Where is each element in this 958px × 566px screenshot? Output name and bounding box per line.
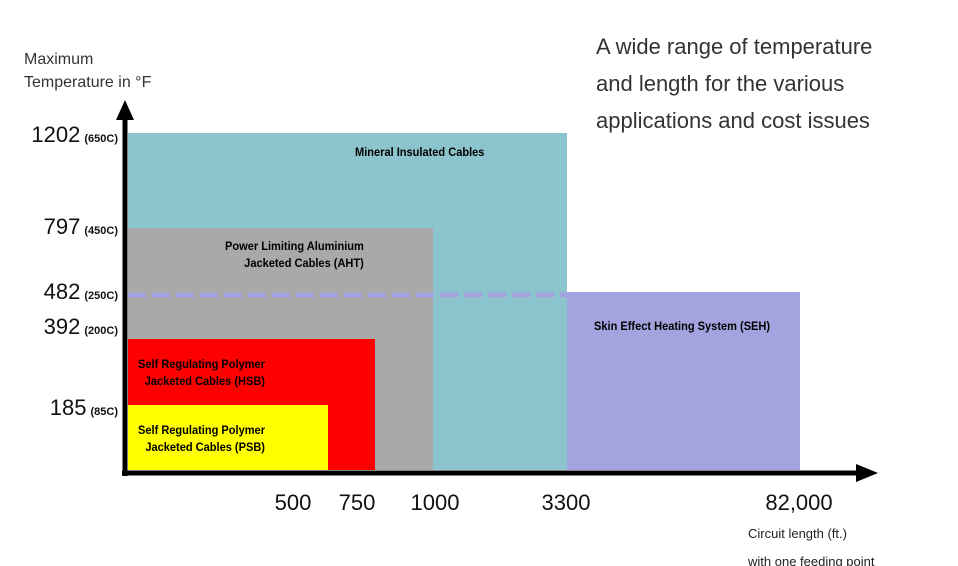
y-tick-label: 482(250C) [10, 279, 118, 305]
y-tick-fahrenheit: 185 [49, 395, 87, 420]
region-self-regulating-polymer-jacketed-cables-psb [128, 405, 328, 470]
x-tick-label: 750 [338, 490, 376, 515]
y-label-line: Temperature in °F [24, 74, 152, 91]
x-label-line: with one feeding point [748, 554, 875, 566]
y-tick-celsius: (85C) [90, 406, 118, 418]
x-tick-label: 1000 [410, 490, 460, 515]
region-label-line: Jacketed Cables (HSB) [144, 374, 265, 388]
y-axis-label: Maximum Temperature in °F [24, 48, 151, 94]
y-tick-label: 185(85C) [10, 395, 118, 421]
region-label-line: Mineral Insulated Cables [355, 145, 485, 159]
y-tick-celsius: (650C) [84, 133, 118, 145]
title-line: A wide range of temperature [596, 34, 873, 59]
chart-title: A wide range of temperature and length f… [596, 28, 872, 139]
y-tick-fahrenheit: 392 [43, 314, 81, 339]
title-line: applications and cost issues [596, 108, 870, 133]
x-axis-label: Circuit length (ft.) with one feeding po… [748, 520, 874, 566]
x-tick-label: 3300 [541, 490, 591, 515]
y-label-line: Maximum [24, 51, 94, 68]
region-label: Mineral Insulated Cables [355, 144, 484, 161]
x-axis-arrow [856, 464, 878, 482]
y-tick-fahrenheit: 482 [43, 279, 81, 304]
x-label-line: Circuit length (ft.) [748, 526, 847, 541]
y-tick-celsius: (250C) [84, 290, 118, 302]
region-label-line: Self Regulating Polymer [138, 357, 265, 371]
region-label-line: Self Regulating Polymer [138, 423, 265, 437]
x-tick-label: 500 [274, 490, 312, 515]
y-tick-fahrenheit: 797 [43, 214, 81, 239]
y-tick-label: 392(200C) [10, 314, 118, 340]
x-tick-label: 82,000 [765, 490, 833, 515]
region-label-line: Power Limiting Aluminium [225, 239, 364, 253]
region-label-line: Jacketed Cables (AHT) [244, 256, 364, 270]
y-axis-arrow [116, 100, 134, 120]
title-line: and length for the various [596, 71, 845, 96]
y-tick-celsius: (200C) [84, 325, 118, 337]
y-tick-fahrenheit: 1202 [31, 122, 81, 147]
y-tick-celsius: (450C) [84, 225, 118, 237]
y-tick-label: 797(450C) [10, 214, 118, 240]
region-label-line: Skin Effect Heating System (SEH) [594, 319, 771, 333]
region-skin-effect-heating-system-seh [567, 292, 800, 470]
region-label: Skin Effect Heating System (SEH) [594, 318, 770, 335]
y-tick-label: 1202(650C) [10, 122, 118, 148]
region-label-line: Jacketed Cables (PSB) [145, 440, 265, 454]
